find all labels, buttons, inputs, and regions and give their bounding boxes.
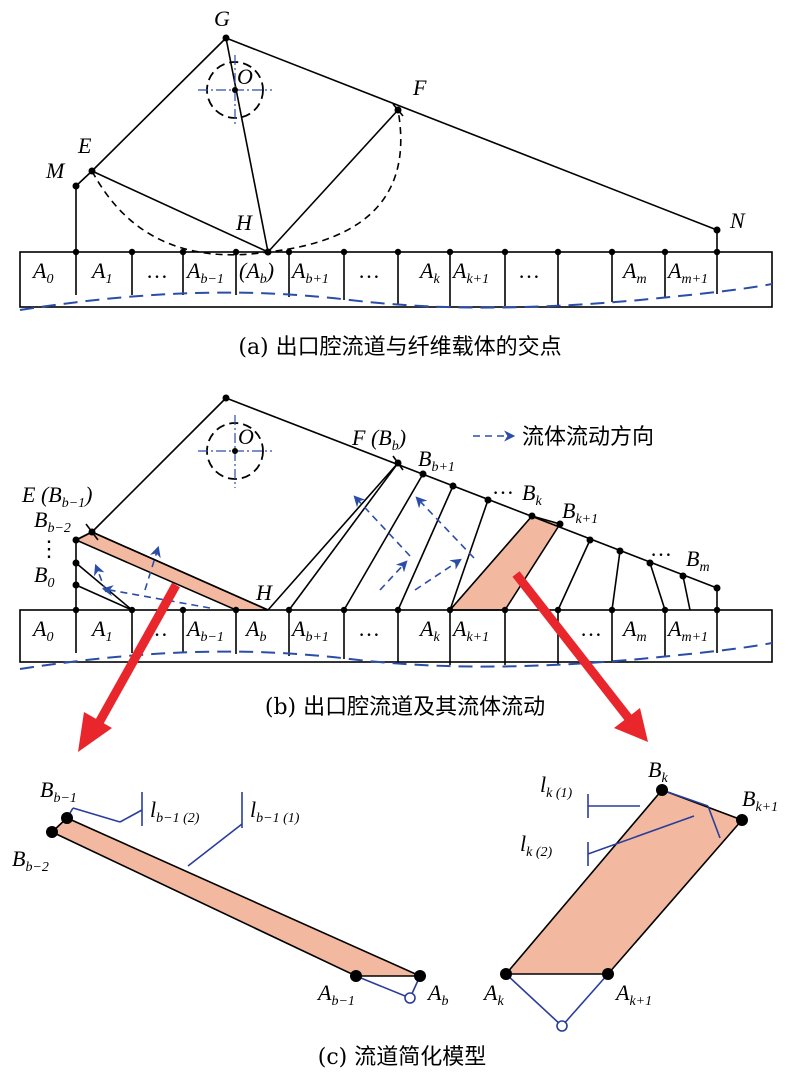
- cell-labels-a: A0 A1 … Ab−1 (Ab) Ab+1 … Ak Ak+1 … Am Am…: [31, 258, 708, 287]
- model-left: [50, 817, 421, 977]
- label-Bb-2: Bb−2: [34, 507, 71, 536]
- zoom-arrow-right-head: [614, 708, 648, 742]
- caption-b: (b) 出口腔流道及其流体流动: [265, 695, 545, 720]
- label-E-a: E: [77, 133, 92, 158]
- svg-text:Am: Am: [621, 616, 647, 645]
- ellipsis-b-2: …: [650, 536, 672, 561]
- label-N: N: [729, 208, 746, 233]
- panel-c: Bb−1 Bb−2 lb−1 (2) lb−1 (1) Ab−1 Ab Bk B…: [12, 757, 778, 1070]
- label-Ab-c: Ab: [426, 980, 448, 1009]
- label-Bk+1-c: Bk+1: [742, 786, 778, 815]
- svg-text:A0: A0: [31, 258, 53, 287]
- legend-text: 流体流动方向: [522, 425, 654, 450]
- svg-text:Ab+1: Ab+1: [290, 616, 329, 645]
- label-Ak-c: Ak: [482, 980, 504, 1009]
- caption-c: (c) 流道简化模型: [318, 1045, 486, 1070]
- label-E-b: E (Bb−1): [21, 482, 92, 511]
- svg-text:Ak+1: Ak+1: [451, 258, 489, 287]
- zoom-arrow-left-head: [78, 712, 112, 752]
- label-Bm: Bm: [686, 546, 710, 575]
- zoom-arrows: [78, 571, 648, 752]
- channel-geometry-a: [75, 37, 718, 253]
- panel-b: 流体流动方向 O H F (Bb) E (Bb−1) Bb−2 ⋮ B0 Bb+…: [19, 394, 773, 720]
- legend: 流体流动方向: [473, 425, 654, 450]
- svg-text:Ak: Ak: [418, 258, 440, 287]
- circle-O-b: [198, 415, 272, 488]
- fiber-boundary-a: [19, 283, 773, 311]
- svg-text:Ak: Ak: [418, 616, 440, 645]
- svg-text:Am+1: Am+1: [666, 258, 708, 287]
- svg-text:A0: A0: [31, 616, 53, 645]
- label-lk2: lk (2): [520, 831, 553, 860]
- svg-text:Ab: Ab: [244, 616, 266, 645]
- label-H-a: H: [235, 210, 253, 235]
- model-left-lines: [46, 792, 426, 1004]
- fiber-boundary-b: [19, 642, 773, 670]
- caption-a: (a) 出口腔流道与纤维载体的交点: [238, 335, 561, 360]
- zoom-arrow-left: [92, 582, 180, 731]
- label-Bk+1-b: Bk+1: [562, 498, 598, 527]
- label-Ak+1-c: Ak+1: [614, 980, 652, 1009]
- label-lb-1-1: lb−1 (1): [250, 797, 300, 826]
- label-Bb+1: Bb+1: [418, 446, 455, 475]
- label-B0: B0: [34, 562, 54, 591]
- label-vdots: ⋮: [38, 536, 60, 561]
- svg-text:Ak+1: Ak+1: [451, 616, 489, 645]
- svg-text:…: …: [358, 258, 380, 283]
- svg-text:Ab−1: Ab−1: [185, 616, 224, 645]
- model-k-lines: [500, 784, 748, 1032]
- label-O-b: O: [238, 424, 254, 449]
- vertex-dots-b: [72, 394, 721, 592]
- strip-nodes-a: [72, 248, 721, 256]
- label-G: G: [214, 6, 230, 31]
- svg-text:…: …: [518, 258, 540, 283]
- label-Bk-c: Bk: [648, 757, 668, 786]
- label-Ab-1-c: Ab−1: [316, 980, 355, 1009]
- svg-text:A1: A1: [90, 258, 112, 287]
- svg-text:Am+1: Am+1: [666, 616, 708, 645]
- label-H-b: H: [255, 580, 273, 605]
- svg-text:…: …: [358, 616, 380, 641]
- svg-text:Am: Am: [621, 258, 647, 287]
- panel-a: G O F E M H N A0 A1 … Ab−1 (Ab) Ab+1 … A…: [19, 6, 773, 360]
- svg-text:…: …: [580, 616, 602, 641]
- label-M: M: [45, 158, 66, 183]
- label-F-a: F: [412, 75, 427, 100]
- ellipsis-b-1: …: [492, 474, 514, 499]
- circle-O-a: [198, 55, 272, 127]
- svg-text:…: …: [146, 258, 168, 283]
- svg-text:Ab−1: Ab−1: [185, 258, 224, 287]
- svg-text:(Ab): (Ab): [239, 258, 274, 287]
- label-Bb-1-c: Bb−1: [40, 777, 77, 806]
- label-lk1: lk (1): [540, 772, 573, 801]
- label-F-b: F (Bb): [351, 425, 406, 454]
- label-lb-1-2: lb−1 (2): [150, 797, 200, 826]
- model-k: [504, 789, 744, 975]
- zoom-arrow-right: [512, 571, 634, 723]
- label-Bk-b: Bk: [522, 480, 542, 509]
- strip-dividers-b: [75, 610, 718, 665]
- label-O-a: O: [237, 64, 253, 89]
- vertex-dots-a: [72, 34, 721, 256]
- flow-arrows: [93, 495, 475, 609]
- label-Bb-2-c: Bb−2: [12, 846, 49, 875]
- strip-dividers-a: [75, 252, 718, 306]
- svg-text:Ab+1: Ab+1: [290, 258, 329, 287]
- svg-text:A1: A1: [90, 616, 112, 645]
